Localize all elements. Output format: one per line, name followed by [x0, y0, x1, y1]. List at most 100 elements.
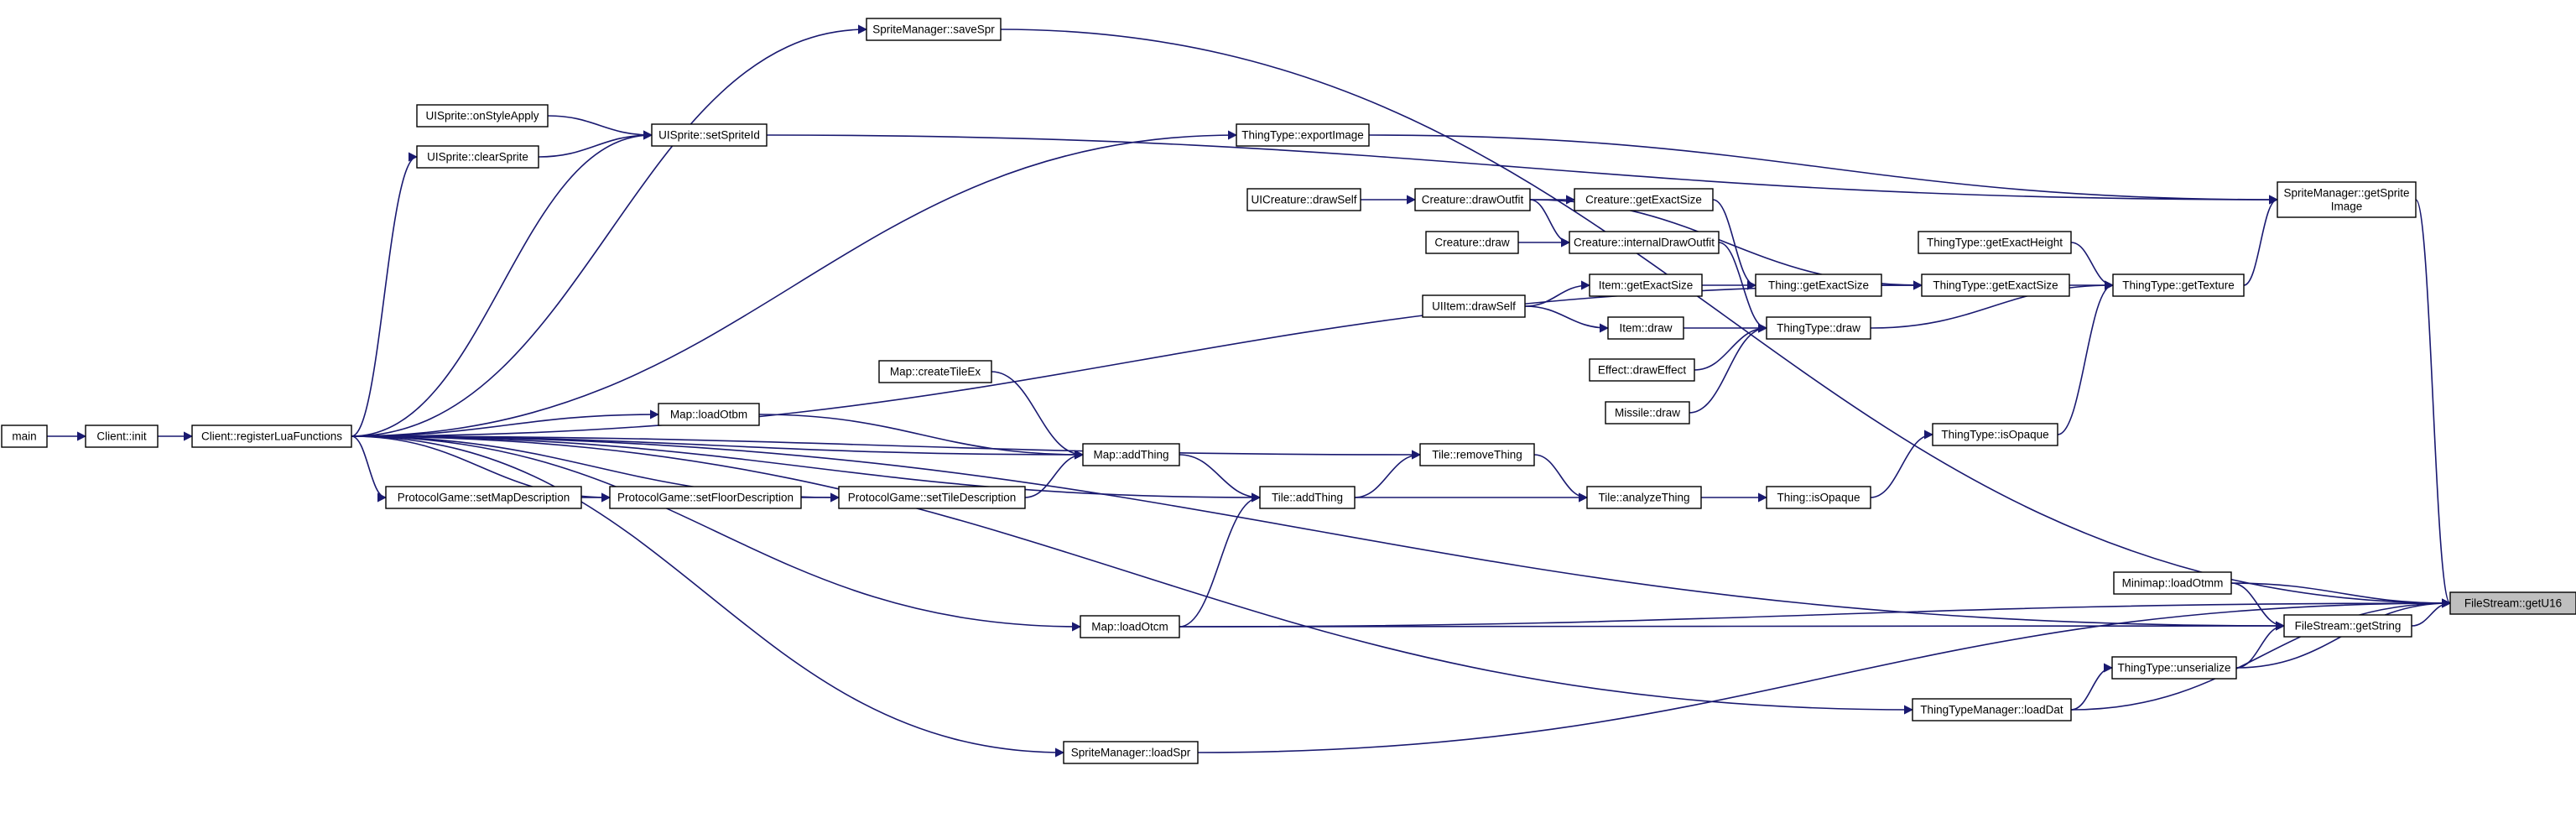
edge-missile_draw-to-tt_draw	[1689, 323, 1768, 414]
node-label: main	[12, 430, 36, 443]
node-minimap-load[interactable]: Minimap::loadOtmm	[2113, 571, 2232, 595]
edge-save_spr-to-fs_getu16	[1000, 29, 2452, 608]
edge-effect_draw-to-tt_draw	[1694, 323, 1768, 371]
node-box	[2113, 571, 2232, 595]
nodes-layer: main Client::init Client::registerLuaFunct…	[1, 18, 2576, 764]
node-tt-exact-height[interactable]: ThingType::getExactHeight	[1918, 231, 2072, 254]
node-box	[416, 145, 539, 169]
node-uiitem-draw[interactable]: UIItem::drawSelf	[1422, 294, 1526, 318]
node-fs-getstring[interactable]: FileStream::getString	[2283, 614, 2412, 638]
node-label: ThingType::isOpaque	[1941, 429, 2048, 441]
node-uicreature-draw[interactable]: UICreature::drawSelf	[1246, 188, 1361, 211]
node-box	[1912, 698, 2072, 721]
node-label: Tile::addThing	[1272, 492, 1343, 504]
edge-register_lua-to-pg_setmap	[351, 435, 388, 503]
node-label: ThingType::draw	[1777, 322, 1860, 335]
node-tt-draw[interactable]: ThingType::draw	[1766, 316, 1871, 340]
edge-tt_isopaque-to-tt_texture	[2057, 280, 2115, 435]
node-box	[1607, 316, 1684, 340]
node-label: ProtocolGame::setFloorDescription	[617, 492, 794, 504]
node-box	[651, 123, 768, 147]
node-ttm-loaddat[interactable]: ThingTypeManager::loadDat	[1912, 698, 2072, 721]
node-box	[1766, 316, 1871, 340]
node-box	[85, 425, 159, 448]
node-tt-export[interactable]: ThingType::exportImage	[1236, 123, 1370, 147]
node-map-loadotcm[interactable]: Map::loadOtcm	[1080, 615, 1180, 638]
node-creature-draw[interactable]: Creature::draw	[1425, 231, 1519, 254]
edge-register_lua-to-ttm_loaddat	[351, 435, 1914, 715]
node-uisprite-clear[interactable]: UISprite::clearSprite	[416, 145, 539, 169]
edge-creature_drawoutfit-to-creature_internal	[1529, 199, 1571, 247]
node-tt-isopaque[interactable]: ThingType::isOpaque	[1932, 423, 2058, 446]
node-label: ThingType::getTexture	[2122, 279, 2235, 292]
node-sm-loadspr[interactable]: SpriteManager::loadSpr	[1063, 741, 1199, 764]
node-box	[838, 486, 1026, 509]
node-thing-isopaque[interactable]: Thing::isOpaque	[1766, 486, 1871, 509]
node-box	[1080, 615, 1180, 638]
node-label: UIItem::drawSelf	[1432, 300, 1516, 313]
edge-uisprite_setid-to-sm_getimage	[766, 134, 2279, 205]
node-box	[191, 425, 352, 448]
node-label: Item::getExactSize	[1599, 279, 1694, 292]
node-box	[1063, 741, 1199, 764]
node-tile-analyze[interactable]: Tile::analyzeThing	[1586, 486, 1702, 509]
node-register-lua[interactable]: Client::registerLuaFunctions	[191, 425, 352, 448]
node-label: Client::registerLuaFunctions	[201, 430, 342, 443]
node-box	[1605, 401, 1690, 425]
node-label: Tile::analyzeThing	[1598, 492, 1689, 504]
edge-tile_remove-to-tile_analyze	[1533, 454, 1589, 503]
node-item-exact[interactable]: Item::getExactSize	[1589, 273, 1703, 297]
node-box	[1586, 486, 1702, 509]
node-effect-draw[interactable]: Effect::drawEffect	[1589, 358, 1695, 382]
node-tt-unserialize[interactable]: ThingType::unserialize	[2111, 656, 2237, 680]
edge-register_lua-to-sm_loadspr	[351, 435, 1065, 758]
node-save-spr[interactable]: SpriteManager::saveSpr	[866, 18, 1002, 41]
node-label: ThingType::exportImage	[1241, 129, 1364, 142]
node-tt-exact[interactable]: ThingType::getExactSize	[1921, 273, 2070, 297]
node-creature-exact[interactable]: Creature::getExactSize	[1574, 188, 1714, 211]
node-fs-getu16[interactable]: FileStream::getU16	[2449, 591, 2576, 615]
node-uisprite-setid[interactable]: UISprite::setSpriteId	[651, 123, 768, 147]
node-item-draw[interactable]: Item::draw	[1607, 316, 1684, 340]
edge-map_loadotcm-to-fs_getstring	[1179, 621, 2286, 631]
node-label: UISprite::clearSprite	[427, 151, 528, 164]
node-label: Map::addThing	[1093, 449, 1168, 461]
edge-map_create-to-map_addthing	[991, 371, 1085, 460]
edge-uiitem_draw-to-item_exact	[1524, 280, 1591, 307]
edge-sm_getimage-to-fs_getu16	[2415, 199, 2452, 608]
node-creature-drawoutfit[interactable]: Creature::drawOutfit	[1414, 188, 1531, 211]
node-map-loadotbm[interactable]: Map::loadOtbm	[658, 403, 760, 426]
node-client-init[interactable]: Client::init	[85, 425, 159, 448]
node-box	[878, 360, 992, 383]
node-box	[1755, 273, 1882, 297]
node-uisprite-onstyle[interactable]: UISprite::onStyleApply	[416, 104, 549, 128]
node-box	[2111, 656, 2237, 680]
node-pg-settile[interactable]: ProtocolGame::setTileDescription	[838, 486, 1026, 509]
node-box	[2112, 273, 2245, 297]
node-tt-texture[interactable]: ThingType::getTexture	[2112, 273, 2245, 297]
node-tile-remove[interactable]: Tile::removeThing	[1419, 443, 1535, 466]
node-box	[609, 486, 802, 509]
edge-register_lua-to-tt_export	[351, 130, 1238, 437]
node-map-create[interactable]: Map::createTileEx	[878, 360, 992, 383]
node-label: FileStream::getU16	[2464, 597, 2562, 610]
node-missile-draw[interactable]: Missile::draw	[1605, 401, 1690, 425]
edges-layer	[47, 24, 2452, 758]
node-label: Creature::internalDrawOutfit	[1574, 237, 1715, 249]
edge-register_lua-to-uisprite_clear	[351, 152, 419, 437]
node-box	[1414, 188, 1531, 211]
node-label: ThingType::unserialize	[2117, 662, 2230, 675]
node-thing-exact[interactable]: Thing::getExactSize	[1755, 273, 1882, 297]
node-creature-internal[interactable]: Creature::internalDrawOutfit	[1569, 231, 1720, 254]
node-label: ThingTypeManager::loadDat	[1920, 704, 2063, 716]
node-tile-add[interactable]: Tile::addThing	[1259, 486, 1356, 509]
node-main[interactable]: main	[1, 425, 48, 448]
node-map-addthing[interactable]: Map::addThing	[1082, 443, 1180, 466]
edge-tt_draw-to-tt_texture	[1870, 280, 2115, 329]
edge-register_lua-to-tile_remove	[351, 435, 1422, 460]
node-pg-setmap[interactable]: ProtocolGame::setMapDescription	[385, 486, 582, 509]
node-label: UICreature::drawSelf	[1251, 194, 1356, 206]
edge-map_addthing-to-tile_add	[1179, 454, 1262, 503]
node-pg-setfloor[interactable]: ProtocolGame::setFloorDescription	[609, 486, 802, 509]
